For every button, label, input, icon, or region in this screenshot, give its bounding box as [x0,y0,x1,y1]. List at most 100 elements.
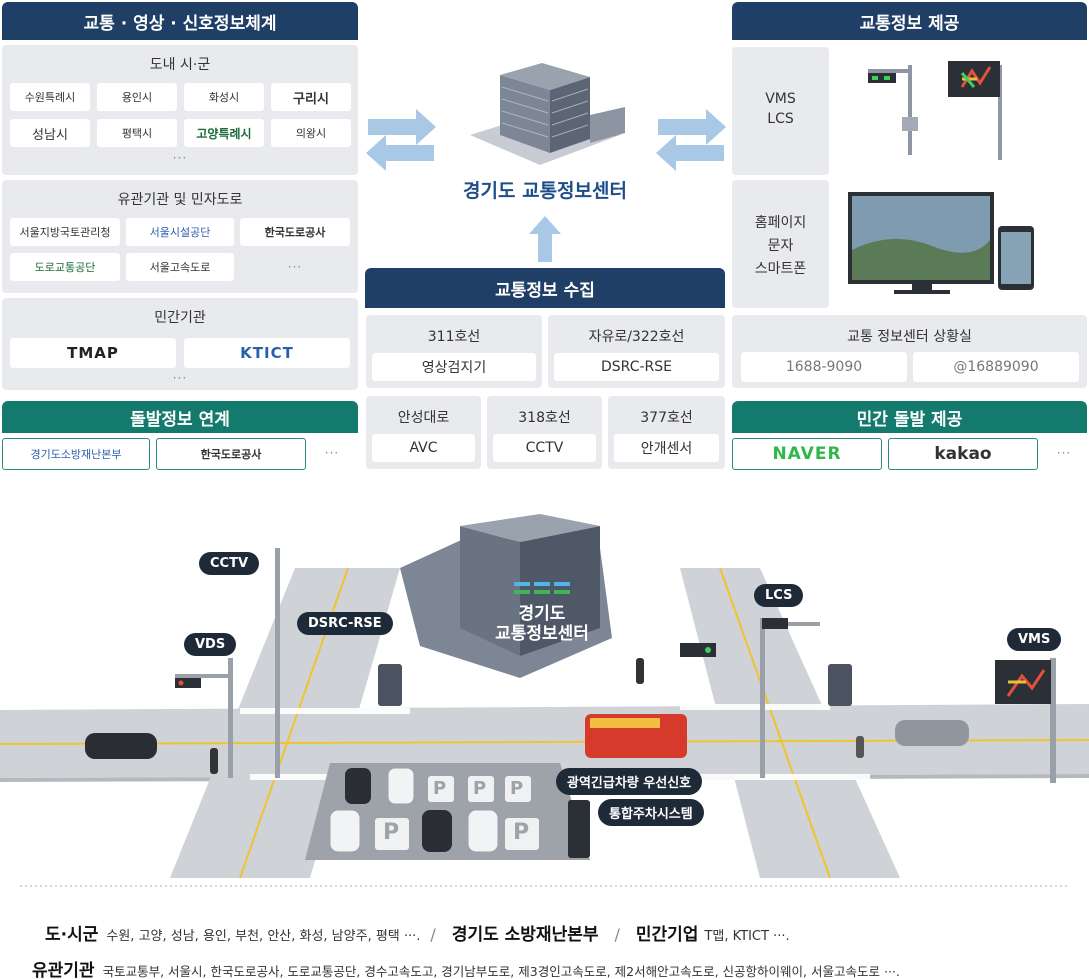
incident-logo-ex: 한국도로공사 [156,438,306,470]
collect-box-377: 377호선 안개센서 [608,396,725,469]
header-private-incident: 민간 돌발 제공 [732,401,1087,433]
intersection-scene [0,514,1089,887]
caption-line-2: 유관기관 국토교통부, 서울시, 한국도로공사, 도로교통공단, 경수고속도고, … [32,956,900,979]
image-monitor-tablet [832,180,1087,308]
label-integrated-parking: 통합주차시스템 [598,799,704,826]
parking-mark: P [510,778,524,799]
vds-pole-icon [228,658,233,778]
header-collect: 교통정보 수집 [365,268,725,308]
agency-logo-sisul: 서울시설공단 [126,218,234,246]
private-more: ··· [172,371,188,385]
building-sign-line1: 경기도 [518,604,566,624]
city-logo-uiwang: 의왕시 [271,119,351,147]
agency-logo-seoul-expressway: 서울고속도로 [126,253,234,281]
city-logo-goyang: 고양특례시 [184,119,264,147]
arrows-right-exchange [656,109,726,171]
lcs-pole-icon [760,618,765,778]
building-sign: 경기도 교통정보센터 [482,578,602,644]
caption-cities-text: 수원, 고양, 성남, 용인, 부천, 안산, 화성, 남양주, 평택 ···. [106,929,421,944]
collect-road: 안성대로 [397,410,450,426]
private-incident-kakao: kakao [888,438,1038,470]
provide-lcs: LCS [767,111,794,127]
provide-vms: VMS [765,91,796,107]
label-vds: VDS [184,633,237,656]
parking-mark: P [473,778,487,799]
collect-box-311: 311호선 영상검지기 [366,315,542,388]
caption-private-text: T맵, KTICT ···. [704,929,790,944]
city-logo-seongnam: 성남시 [10,119,90,147]
panel-local-cities: 도내 시·군 수원특례시 용인시 화성시 구리시 성남시 평택시 고양특례시 의… [2,45,358,175]
panel-title-agencies: 유관기관 및 민자도로 [117,192,243,208]
panel-title-private: 민간기관 [154,310,206,326]
parking-mark: P [513,820,530,845]
caption-cities-lead: 도·시군 [45,925,99,945]
private-incident-naver: NAVER [732,438,882,470]
pedestrian-icon [636,658,644,684]
rse-device-icon [828,664,852,706]
rse-device-icon [378,664,402,706]
header-incident-link: 돌발정보 연계 [2,401,358,433]
caption-agencies-lead: 유관기관 [32,961,95,979]
parked-car-icon [345,768,452,852]
arrow-right-icon [368,109,436,145]
situation-room-phone: 1688-9090 [741,352,907,382]
label-vms: VMS [1007,628,1062,651]
box-situation-room: 교통 정보센터 상황실 1688-9090 @16889090 [732,315,1087,388]
label-lcs: LCS [754,584,804,607]
label-emergency-priority: 광역긴급차량 우선신호 [556,768,703,795]
collect-device: DSRC-RSE [554,353,719,381]
pedestrian-icon [856,736,864,758]
city-logo-yongin: 용인시 [97,83,177,111]
panel-agencies: 유관기관 및 민자도로 서울지방국토관리청 서울시설공단 한국도로공사 도로교통… [2,180,358,293]
collect-road: 377호선 [640,410,693,426]
provide-sms: 문자 [767,238,794,254]
city-logo-suwon: 수원특례시 [10,83,90,111]
situation-room-title: 교통 정보센터 상황실 [847,329,972,345]
city-logo-pyeongtaek: 평택시 [97,119,177,147]
arrow-left-icon [366,135,434,171]
collect-device: CCTV [493,434,596,462]
private-logo-ktict: KTICT [184,338,350,368]
agency-logo-koroad: 도로교통공단 [10,253,120,281]
cities-more: ··· [172,151,188,165]
situation-room-sns: @16889090 [913,352,1079,382]
panel-title-cities: 도내 시·군 [149,57,211,73]
provide-smartphone: 스마트폰 [754,261,807,277]
agency-logo-molit: 서울지방국토관리청 [10,218,120,246]
provide-homepage: 홈페이지 [754,215,807,231]
agencies-more: ··· [287,260,303,274]
collect-device: 안개센서 [614,434,719,462]
traffic-pole-icon [868,61,1002,160]
collect-device: AVC [372,434,475,462]
arrow-up-icon [529,216,561,262]
caption-agencies-text: 국토교통부, 서울시, 한국도로공사, 도로교통공단, 경수고속도고, 경기남부… [102,964,900,979]
incident-logo-fire: 경기도소방재난본부 [2,438,150,470]
collect-road: 311호선 [427,329,481,345]
arrow-left-icon [656,135,724,171]
center-title: 경기도 교통정보센터 [463,180,627,202]
image-vms-lcs-poles [832,47,1087,175]
arrows-left-exchange [366,109,436,171]
agency-logo-ex: 한국도로공사 [240,218,350,246]
pedestrian-icon [210,748,218,774]
private-logo-tmap: TMAP [10,338,176,368]
collect-box-318: 318호선 CCTV [487,396,602,469]
collect-device: 영상검지기 [372,353,536,381]
collect-road: 자유로/322호선 [588,329,685,345]
private-incident-more: ··· [1056,446,1072,460]
box-web-channels: 홈페이지 문자 스마트폰 [732,180,829,308]
caption-fire-dept: 경기도 소방재난본부 [451,925,599,945]
incident-more: ··· [324,446,340,460]
cctv-pole-icon [275,548,280,778]
caption-line-1: 도·시군 수원, 고양, 성남, 용인, 부천, 안산, 화성, 남양주, 평택 … [45,925,790,945]
arrow-right-icon [658,109,726,145]
box-vms-lcs: VMS LCS [732,47,829,175]
collect-box-anseong: 안성대로 AVC [366,396,481,469]
collect-box-jayuro: 자유로/322호선 DSRC-RSE [548,315,725,388]
parking-sign-icon [568,800,590,858]
monitor-icon [848,192,1034,294]
building-icon [470,63,625,165]
caption-private-lead: 민간기업 [635,925,699,945]
panel-private: 민간기관 TMAP KTICT ··· [2,298,358,390]
car-icon [895,720,969,746]
